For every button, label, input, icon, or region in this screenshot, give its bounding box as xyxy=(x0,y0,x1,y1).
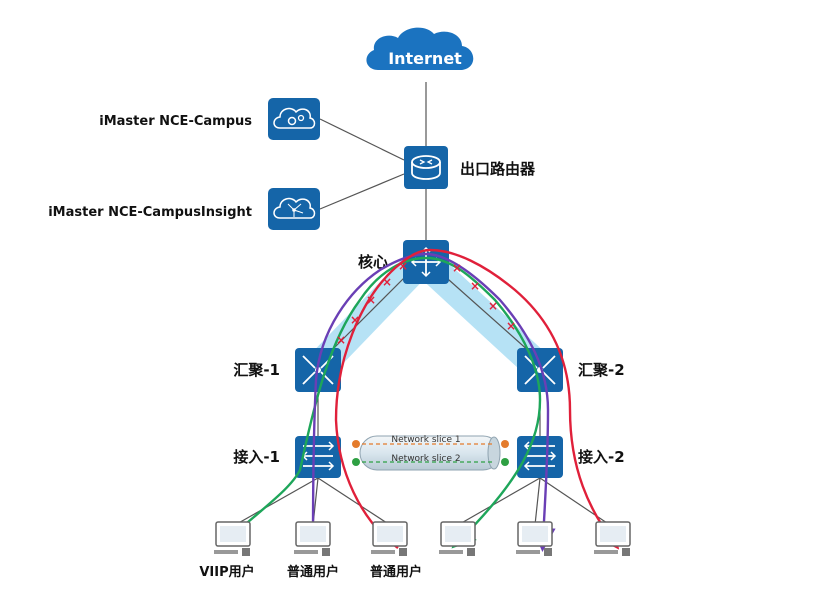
router-icon xyxy=(411,155,441,180)
red-path xyxy=(334,248,620,550)
pc-normal-left-2: 普通用户 xyxy=(370,521,422,580)
internet-cloud: Internet xyxy=(366,27,474,70)
egress-router-node: 出口路由器 xyxy=(404,146,536,189)
cloud-network-icon xyxy=(273,197,316,219)
cloud-icon xyxy=(366,27,474,70)
user-normal2-label: 普通用户 xyxy=(370,564,422,580)
pc-right-3 xyxy=(594,521,631,556)
switch-icon xyxy=(301,441,335,471)
slice1-endpoint-right xyxy=(501,440,509,448)
nce-insight-node: iMaster NCE-CampusInsight xyxy=(48,188,320,230)
svg-text:×: × xyxy=(398,259,408,273)
pc-icon xyxy=(439,521,476,556)
physical-links xyxy=(234,82,611,526)
agg1-label: 汇聚-1 xyxy=(233,361,280,379)
internet-label: Internet xyxy=(388,49,462,68)
user-vip-label: VIIP用户 xyxy=(199,564,254,580)
access1-label: 接入-1 xyxy=(233,448,280,466)
pc-icon xyxy=(214,521,251,556)
agg2-switch-node: 汇聚-2 xyxy=(517,348,625,392)
pc-icon xyxy=(594,521,631,556)
svg-text:×: × xyxy=(506,319,516,333)
pc-icon xyxy=(294,521,331,556)
pc-normal-left: 普通用户 xyxy=(287,521,339,580)
pc-vip-left: VIIP用户 xyxy=(199,521,255,580)
svg-text:×: × xyxy=(336,333,346,347)
green-path xyxy=(227,256,542,549)
slice2-endpoint-right xyxy=(501,458,509,466)
access2-label: 接入-2 xyxy=(578,448,625,466)
slice-path-markers: × × × × × × × × × xyxy=(336,259,516,347)
svg-text:×: × xyxy=(350,313,360,327)
svg-text:×: × xyxy=(488,299,498,313)
access2-switch-node: 接入-2 xyxy=(517,436,625,478)
nce-campus-node: iMaster NCE-Campus xyxy=(99,98,320,140)
svg-text:×: × xyxy=(452,261,462,275)
slice2-label: Network slice 2 xyxy=(391,454,460,464)
traffic-paths xyxy=(227,248,620,552)
pc-right-2 xyxy=(516,521,553,556)
slice2-endpoint-left xyxy=(352,458,360,466)
pc-icon xyxy=(371,521,408,556)
slice1-endpoint-left xyxy=(352,440,360,448)
core-label: 核心 xyxy=(358,253,388,271)
svg-text:×: × xyxy=(366,293,376,307)
nce-insight-label: iMaster NCE-CampusInsight xyxy=(48,205,252,220)
pc-icon xyxy=(516,521,553,556)
switch-icon xyxy=(410,246,442,278)
switch-icon xyxy=(523,441,557,471)
nce-campus-label: iMaster NCE-Campus xyxy=(99,114,252,129)
svg-text:×: × xyxy=(470,279,480,293)
pc-right-1 xyxy=(439,521,476,556)
network-slice-tube: Network slice 1 Network slice 2 xyxy=(352,435,509,471)
slice1-label: Network slice 1 xyxy=(391,435,460,445)
svg-text:×: × xyxy=(382,275,392,289)
access1-switch-node: 接入-1 xyxy=(233,436,341,478)
purple-path xyxy=(311,252,556,552)
agg2-label: 汇聚-2 xyxy=(578,361,625,379)
cloud-gear-icon xyxy=(273,107,316,129)
egress-router-label: 出口路由器 xyxy=(460,160,536,178)
user-normal1-label: 普通用户 xyxy=(287,564,339,580)
